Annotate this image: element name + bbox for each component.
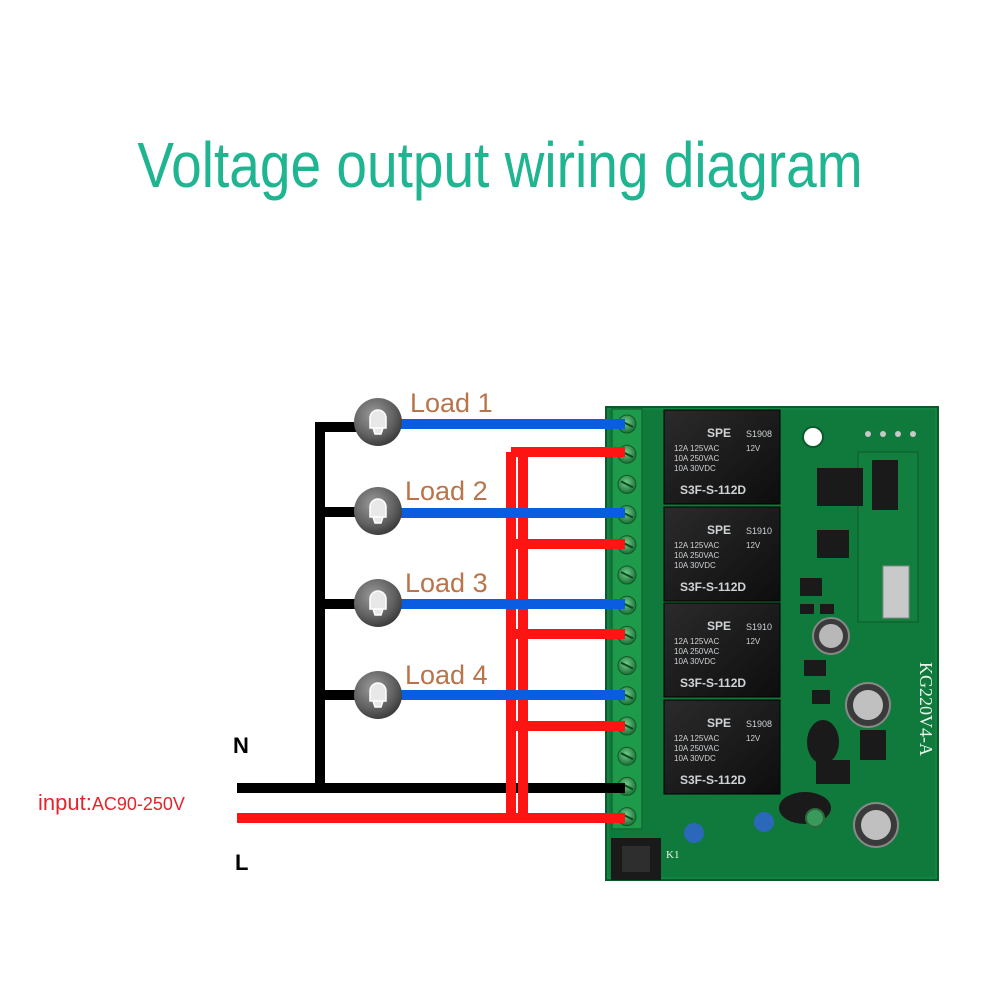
relay-code: S1910 [746,526,772,536]
lamps [354,398,402,719]
relay-brand: SPE [707,716,731,730]
capacitor [812,617,850,655]
relay-code: S1908 [746,429,772,439]
relay-rating: 10A 30VDC [674,754,716,763]
load-label-4: Load 4 [405,660,488,690]
live-label: L [235,850,248,875]
terminal-screws [617,414,637,827]
relay-coil: 12V [746,637,761,646]
load-label-3: Load 3 [405,568,488,598]
diagram-title: Voltage output wiring diagram [137,129,863,201]
blue-capacitor [684,823,704,843]
ic-chip [800,578,822,596]
relay-rating: 10A 30VDC [674,561,716,570]
pin-header [865,431,916,437]
input-prefix: input: [38,790,92,815]
relay-rating: 10A 30VDC [674,464,716,473]
relay-rating: 10A 30VDC [674,657,716,666]
relay-model: S3F-S-112D [680,580,746,594]
relay-rating: 12A 125VAC [674,637,719,646]
lamp-icon [354,487,402,535]
relay-model: S3F-S-112D [680,483,746,497]
green-led [805,808,825,828]
neutral-label: N [233,733,249,758]
mounting-hole [802,426,824,448]
relay-rating: 10A 250VAC [674,454,719,463]
lamp-icon [354,579,402,627]
relay-rating: 10A 250VAC [674,647,719,656]
capacitor [853,802,899,848]
relay-model: S3F-S-112D [680,676,746,690]
relay-brand: SPE [707,523,731,537]
relay-rating: 12A 125VAC [674,444,719,453]
relay-rating: 12A 125VAC [674,734,719,743]
lamp-icon [354,671,402,719]
input-value: AC90-250V [92,794,185,814]
blue-capacitor [754,812,774,832]
inductor [807,720,839,764]
relay-brand: SPE [707,426,731,440]
relay-coil: 12V [746,541,761,550]
button-label: K1 [666,849,679,861]
ic-chip [817,468,863,506]
load-label-1: Load 1 [410,388,493,418]
load-label-2: Load 2 [405,476,488,506]
board-model-label: KG220V4-A [916,662,936,756]
relay-rating: 10A 250VAC [674,744,719,753]
terminal-block [611,408,643,830]
wiring [237,419,625,823]
ic-chip [817,530,849,558]
relay-rating: 12A 125VAC [674,541,719,550]
neutral-bus [315,422,368,788]
relay-code: S1908 [746,719,772,729]
relay-brand: SPE [707,619,731,633]
relay-coil: 12V [746,734,761,743]
lamp-icon [354,398,402,446]
capacitor [845,682,891,728]
relay-coil: 12V [746,444,761,453]
relay-model: S3F-S-112D [680,773,746,787]
relay-rating: 10A 250VAC [674,551,719,560]
relay-code: S1910 [746,622,772,632]
input-label: input:AC90-250V [38,790,185,815]
